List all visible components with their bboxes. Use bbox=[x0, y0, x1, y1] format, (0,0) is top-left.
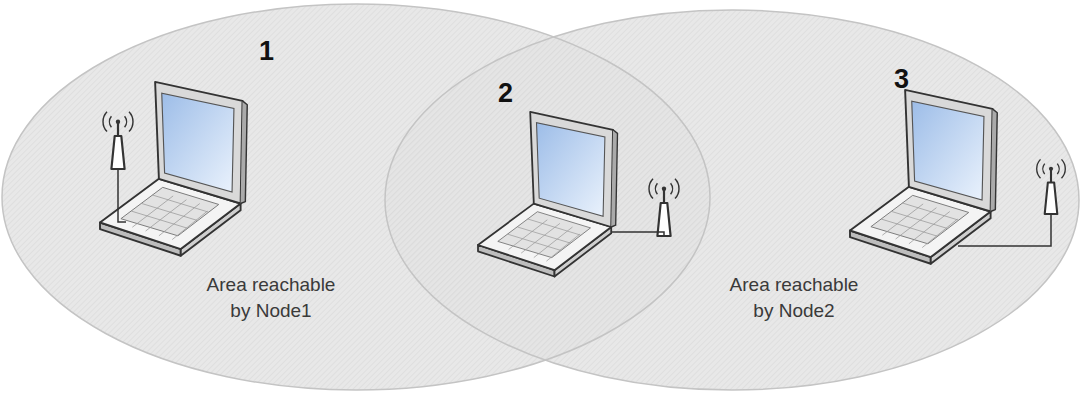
callout-number: 1 bbox=[259, 36, 274, 67]
area-caption: Area reachable by Node2 bbox=[721, 272, 867, 324]
ellipse-fill bbox=[385, 10, 1079, 390]
area-caption: Area reachable by Node1 bbox=[198, 272, 344, 324]
laptop-illustration bbox=[100, 82, 247, 256]
laptop-illustration bbox=[478, 112, 679, 277]
range-outline bbox=[385, 10, 1079, 390]
range-outline bbox=[2, 4, 710, 390]
callout-number: 3 bbox=[894, 64, 909, 95]
callout-number: 2 bbox=[498, 78, 513, 109]
laptop-illustration bbox=[850, 90, 1065, 264]
